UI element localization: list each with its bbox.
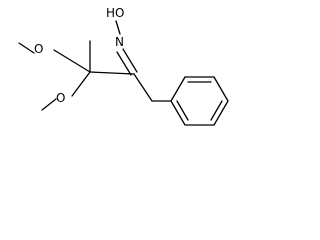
bond-c2-c3 (89, 71, 135, 75)
bond-c-n-double-2 (116, 51, 132, 76)
bond-o-n (115, 20, 121, 35)
bond-o-methyl-upper (18, 42, 35, 54)
methoxy-oxygen-upper-label: O (34, 42, 43, 56)
bond-c2-o-upper (53, 49, 91, 73)
chemical-structure: HO N O O (18, 6, 229, 126)
bond-o-methyl-lower (41, 98, 57, 111)
phenyl-ring (170, 76, 229, 126)
bond-c2-o-lower (71, 71, 91, 97)
hydroxyl-label: HO (106, 6, 124, 20)
methoxy-oxygen-lower-label: O (56, 91, 65, 105)
bond-c3-ch2 (133, 73, 153, 102)
oxime-nitrogen-label: N (115, 35, 124, 49)
bond-c-n-double-1 (122, 48, 138, 73)
